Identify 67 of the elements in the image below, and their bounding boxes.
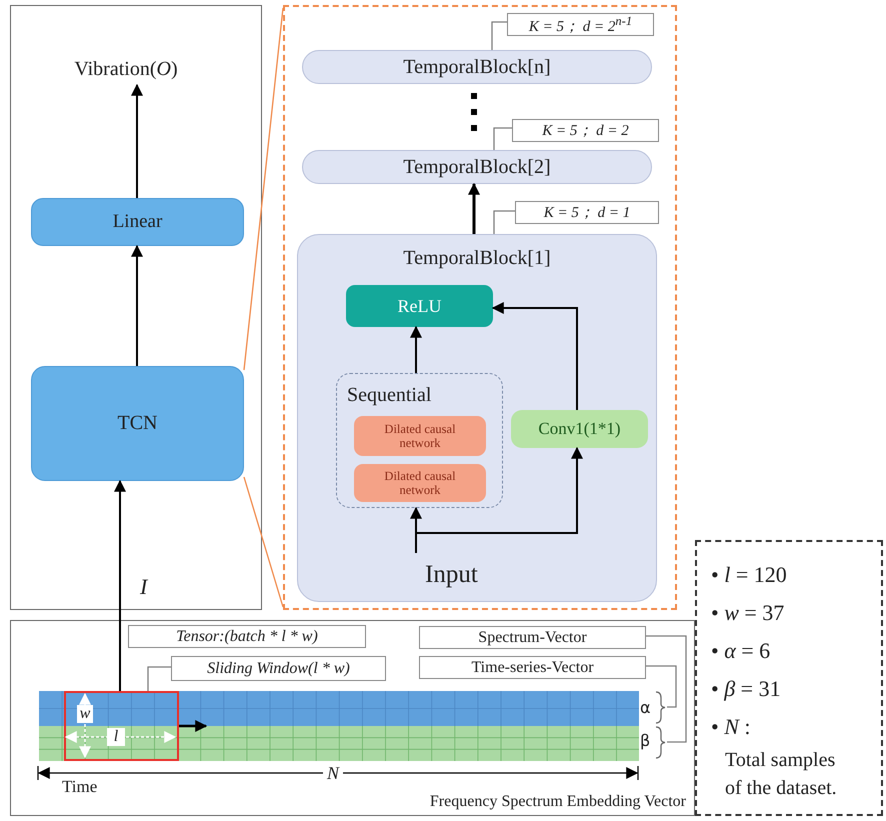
text-box: [419, 656, 646, 679]
parameter-callout: [507, 13, 654, 36]
box-label: ReLU: [398, 296, 442, 316]
text-box: [171, 656, 386, 681]
conv-box: [511, 410, 648, 448]
layer-box: [31, 198, 244, 246]
parameter-callout: [512, 119, 659, 142]
axis-label: Time: [62, 776, 98, 798]
box-label: Tensor:(batch * l * w): [176, 628, 318, 646]
leader-line: [243, 8, 284, 370]
layer-box: [354, 464, 486, 502]
leader-line: [491, 21, 507, 50]
box-label: Spectrum-Vector: [478, 628, 587, 646]
block-box: [302, 150, 652, 184]
box-label: Sliding Window(l * w): [207, 660, 350, 678]
layer-box: [31, 366, 244, 481]
parameter-text: • β = 31: [711, 675, 782, 703]
input-text: Input: [425, 561, 478, 589]
parameter-text: Total samples of the dataset.: [724, 748, 838, 801]
box-label: TCN: [118, 412, 158, 435]
parameter-text: • α = 6: [711, 637, 772, 665]
box-label: Time-series-Vector: [471, 658, 594, 676]
arrow: [114, 480, 126, 691]
arrow: [410, 326, 422, 373]
parameter-panel: [695, 540, 883, 816]
block-container: [297, 234, 657, 602]
box-label: K = 5； d = 2$^{n-1}$: [528, 14, 632, 36]
layer-box: [354, 416, 486, 456]
text-box: [419, 626, 646, 649]
leader-line: [147, 666, 171, 691]
group-frame: [336, 373, 503, 508]
box-label: Dilated causal network: [383, 422, 457, 450]
zoom-panel: [283, 5, 677, 610]
box-label: K = 5； d = 1: [544, 204, 630, 222]
block-title: TemporalBlock[1]: [402, 247, 552, 270]
box-label: K = 5； d = 2: [542, 122, 629, 140]
panel-frame: [10, 5, 262, 610]
dimension-label: w: [77, 705, 93, 723]
leader-line: [646, 665, 677, 708]
panel-frame: [10, 620, 695, 816]
leader-line: [493, 210, 515, 234]
box-label: Dilated causal network: [383, 468, 457, 498]
box-label: TemporalBlock[2]: [403, 156, 551, 178]
arrow: [131, 84, 143, 198]
parameter-text: • N :: [711, 713, 752, 741]
box-label: TemporalBlock[n]: [403, 56, 551, 78]
arrow: [131, 244, 143, 366]
leader-line: [493, 127, 512, 150]
leader-line: [243, 476, 284, 608]
text-box: [128, 625, 366, 648]
parameter-text: • l = 120: [711, 561, 788, 589]
output-text: Vibration(O): [74, 58, 178, 80]
brace-label: α: [640, 699, 652, 717]
activation-box: [346, 285, 493, 327]
box-label: Conv1(1*1): [538, 419, 621, 439]
arrow: [415, 446, 583, 553]
parameter-text: • w = 37: [711, 599, 786, 627]
brace-label: β: [640, 731, 652, 751]
parameter-callout: [515, 201, 659, 224]
group-title: Sequential: [347, 384, 432, 407]
arrow: [492, 302, 578, 410]
panel-caption: Frequency Spectrum Embedding Vector: [430, 793, 686, 811]
dimension-label: l: [107, 728, 125, 746]
leader-line: [646, 635, 687, 743]
block-box: [302, 50, 652, 84]
box-label: Linear: [112, 211, 162, 233]
arrow: [468, 182, 480, 234]
